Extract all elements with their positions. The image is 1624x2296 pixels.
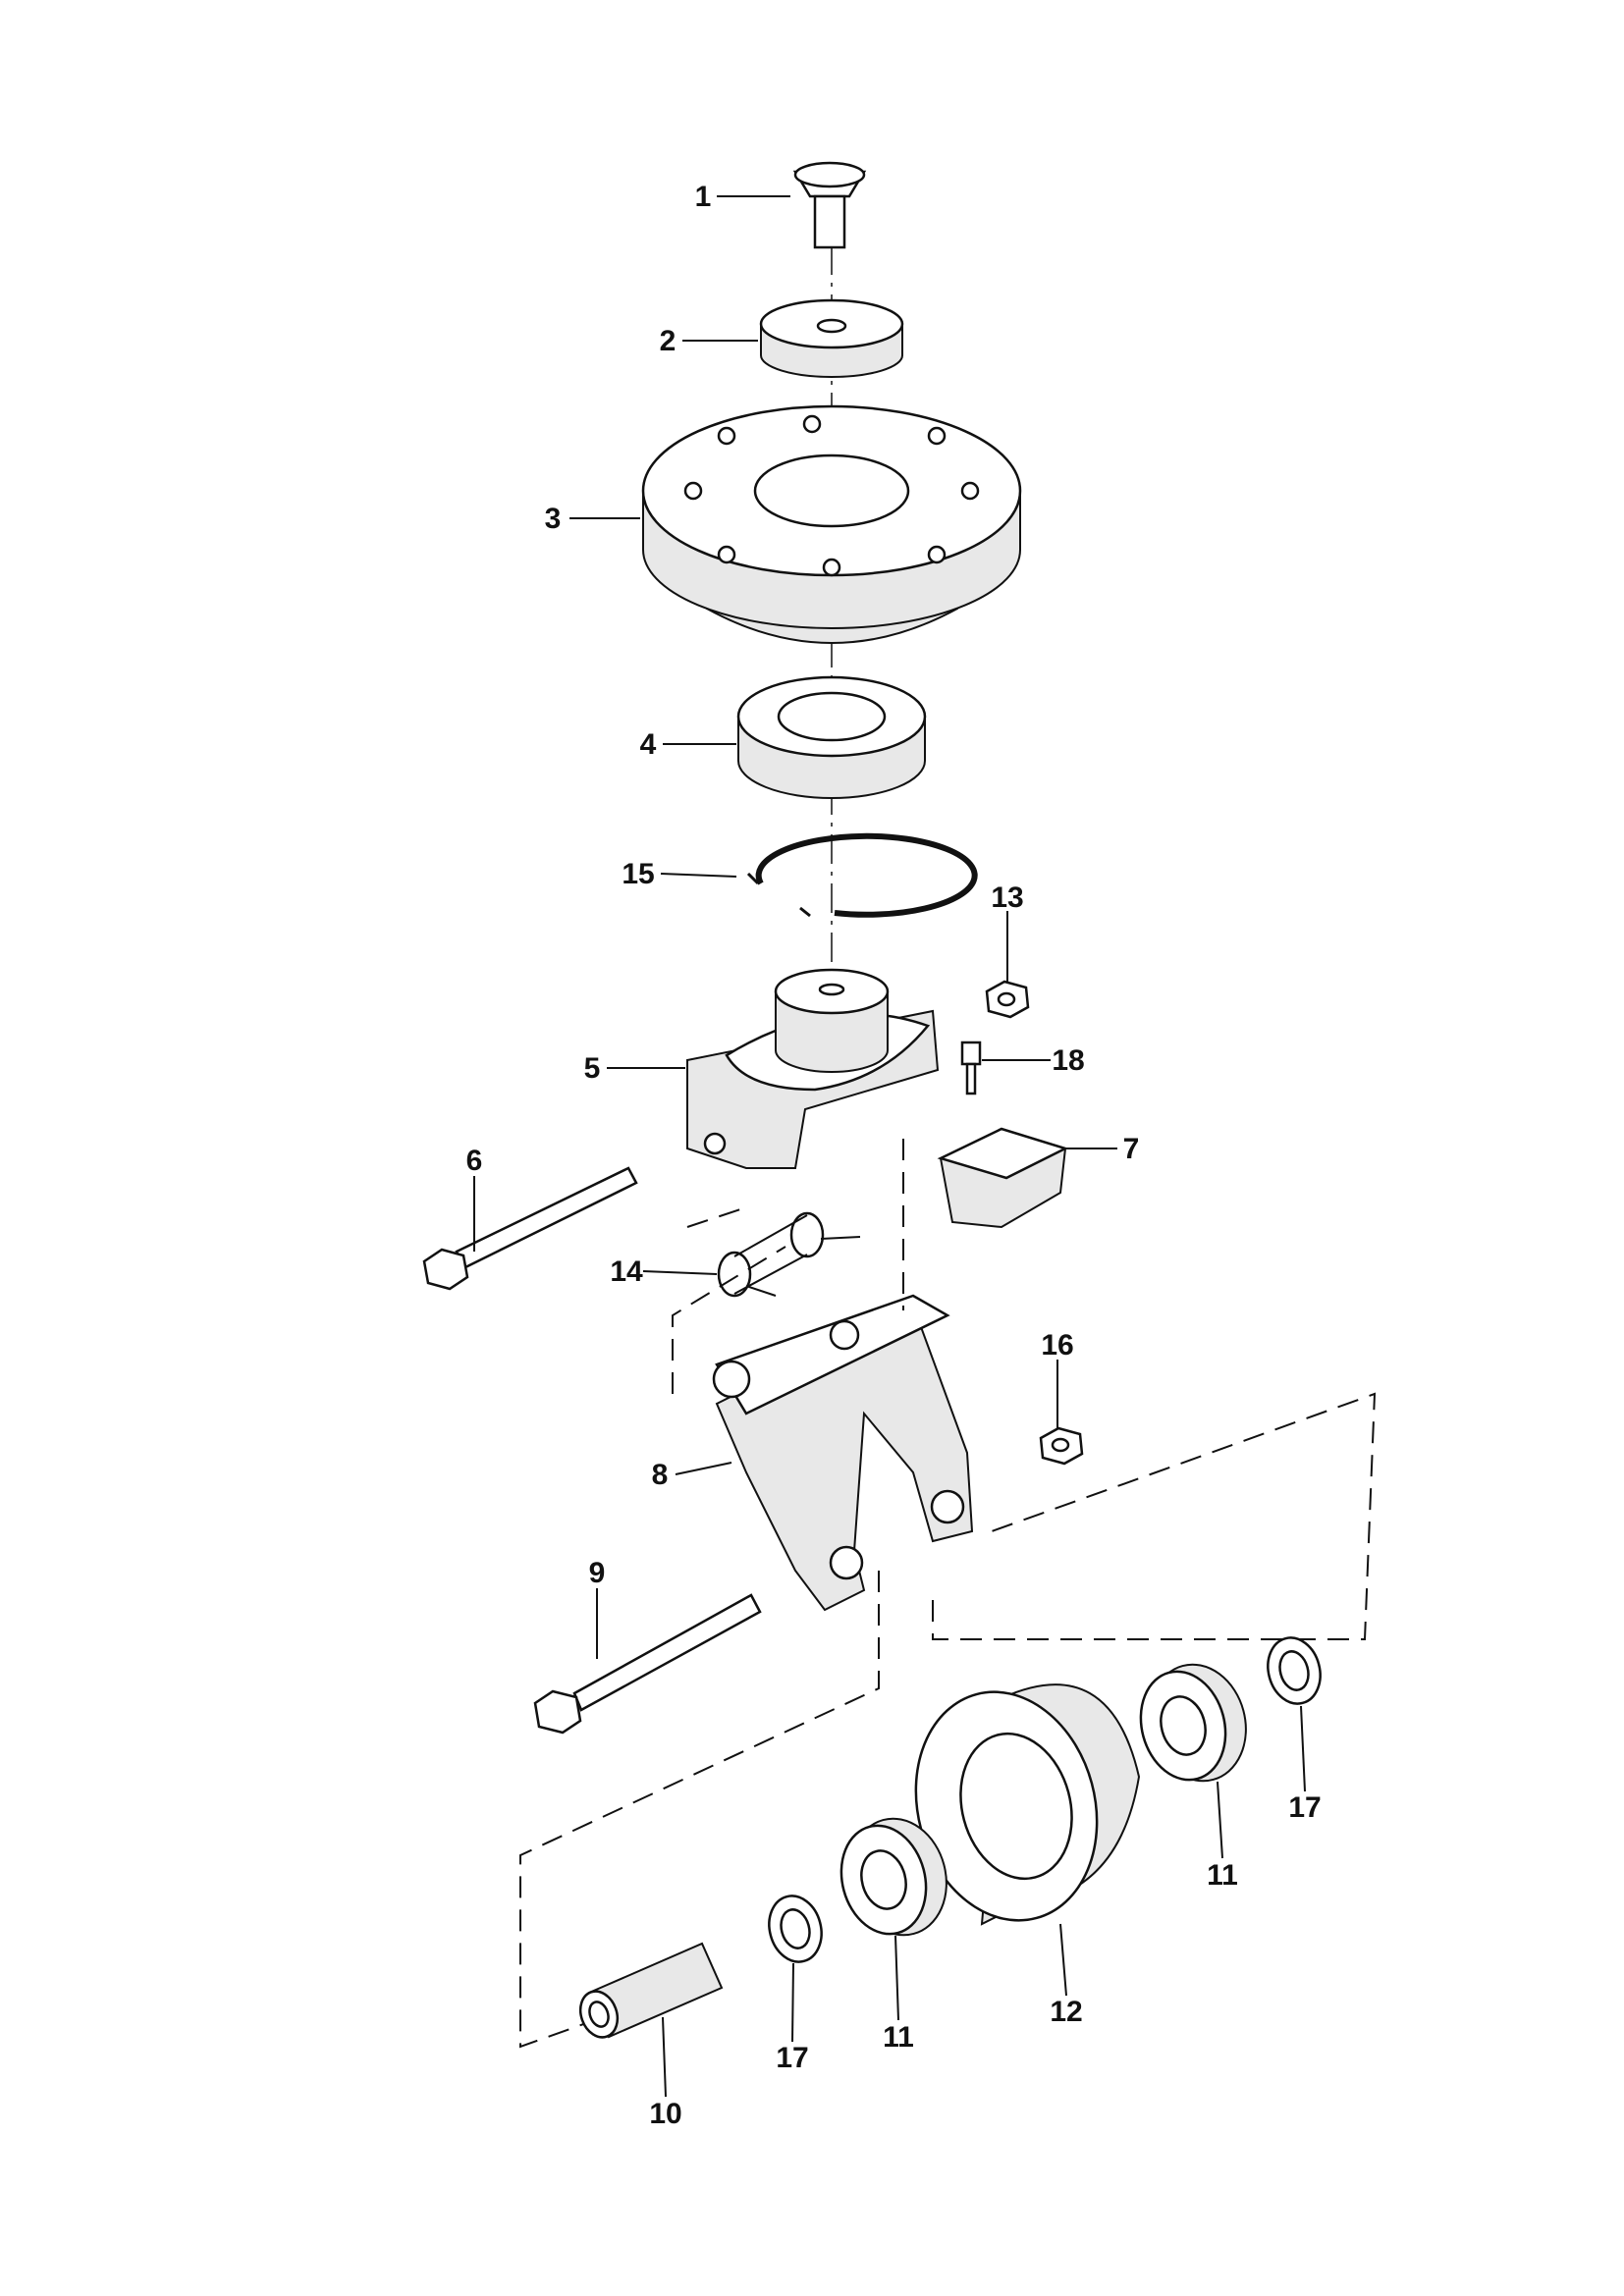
part-7-block bbox=[937, 1127, 1069, 1229]
part-8-wheel-fork bbox=[712, 1294, 974, 1612]
callout-1: 1 bbox=[695, 181, 712, 213]
callout-6: 6 bbox=[466, 1145, 483, 1177]
part-17-washer-left bbox=[768, 1895, 823, 1963]
callout-3: 3 bbox=[545, 503, 562, 535]
part-3-flange-housing bbox=[641, 404, 1022, 644]
part-18-cap-screw bbox=[960, 1041, 982, 1095]
callout-16: 16 bbox=[1041, 1329, 1073, 1362]
callout-17-right: 17 bbox=[1288, 1791, 1321, 1824]
part-13-nut bbox=[985, 980, 1030, 1019]
part-17-washer-right bbox=[1267, 1636, 1322, 1705]
callout-14: 14 bbox=[610, 1255, 643, 1288]
part-11-bearing-left bbox=[839, 1817, 947, 1937]
part-1-countersunk-screw bbox=[792, 161, 867, 249]
callout-8: 8 bbox=[652, 1459, 669, 1491]
callout-11-left: 11 bbox=[883, 2021, 914, 2054]
callout-10: 10 bbox=[649, 2098, 681, 2130]
callout-18: 18 bbox=[1052, 1044, 1084, 1077]
part-4-bearing bbox=[736, 675, 927, 799]
leader-lines bbox=[473, 195, 1306, 2098]
part-5-swivel-bracket bbox=[686, 968, 940, 1169]
callout-4: 4 bbox=[640, 728, 657, 761]
callout-2: 2 bbox=[660, 325, 677, 357]
callout-15: 15 bbox=[622, 858, 654, 890]
part-15-circlip bbox=[746, 832, 978, 918]
part-16-nut bbox=[1039, 1426, 1084, 1466]
part-10-spacer-tube bbox=[578, 1942, 724, 2039]
part-11-bearing-right bbox=[1139, 1663, 1247, 1783]
callout-7: 7 bbox=[1123, 1133, 1140, 1165]
assembly-guide-line bbox=[932, 1392, 1377, 1640]
part-14-torsion-spring bbox=[717, 1211, 861, 1298]
assembly-guide-line bbox=[672, 1139, 904, 1394]
part-6-bolt bbox=[422, 1166, 638, 1291]
part-9-axle-bolt bbox=[533, 1593, 762, 1735]
callout-17-left: 17 bbox=[776, 2042, 808, 2074]
part-2-washer bbox=[759, 298, 904, 378]
assembly-guide-line bbox=[519, 1571, 880, 2049]
callout-13: 13 bbox=[991, 881, 1023, 914]
callout-11-right: 11 bbox=[1207, 1859, 1238, 1892]
callout-9: 9 bbox=[589, 1557, 606, 1589]
part-12-wheel bbox=[914, 1683, 1141, 1926]
callout-12: 12 bbox=[1050, 1996, 1082, 2028]
callout-5: 5 bbox=[584, 1052, 601, 1085]
